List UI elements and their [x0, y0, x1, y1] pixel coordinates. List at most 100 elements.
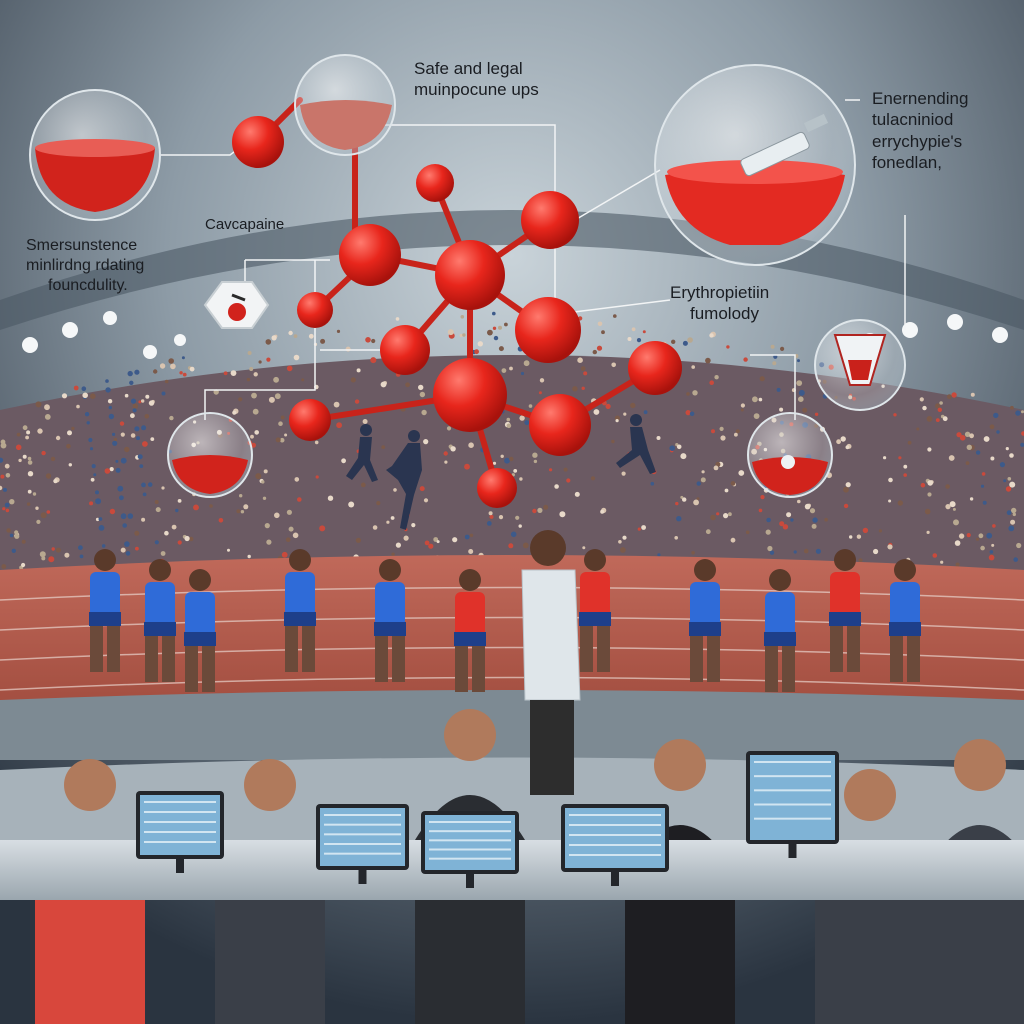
spectator [883, 456, 887, 460]
spectator [487, 329, 493, 336]
spectator [682, 497, 687, 502]
spectator [51, 547, 55, 551]
spectator [370, 357, 377, 364]
spectator [1010, 405, 1014, 410]
spectator [66, 443, 71, 449]
label-enernending: Enernending tulacniniod errychypie's fon… [872, 88, 968, 173]
spectator [993, 412, 999, 419]
spectator [239, 494, 243, 498]
spectator [236, 509, 241, 514]
spectator [641, 525, 646, 530]
spectator [965, 461, 970, 465]
athlete [579, 549, 611, 672]
hexagon-badge [203, 281, 270, 329]
spectator [760, 495, 765, 500]
spectator [969, 433, 974, 439]
spectator [888, 477, 893, 483]
spectator [98, 517, 103, 521]
spectator [765, 529, 771, 535]
spectator [797, 359, 800, 363]
spectator [112, 432, 116, 436]
spectator [793, 550, 797, 554]
spectator [84, 412, 90, 417]
spectator [862, 527, 869, 534]
spectator [464, 534, 470, 540]
spectator [836, 439, 841, 445]
spectator [726, 345, 730, 349]
spectator [108, 413, 115, 420]
spectator [500, 454, 504, 458]
spectator [142, 441, 148, 447]
spectator [888, 499, 892, 503]
label-line: Smersunstence [26, 237, 138, 254]
spectator [284, 433, 288, 437]
spectator [752, 396, 758, 403]
spectator [21, 562, 26, 568]
spectator [772, 361, 777, 366]
spectator [804, 503, 811, 510]
spectator [319, 525, 326, 532]
spectator [14, 530, 19, 535]
spectator [999, 462, 1006, 468]
spectator [469, 533, 474, 537]
spectator [814, 412, 819, 416]
spectator [278, 421, 283, 427]
spectator [897, 500, 903, 506]
glass-sphere-small-right [747, 412, 833, 498]
spectator [274, 393, 281, 400]
spectator [656, 436, 661, 440]
spectator [520, 371, 525, 376]
spectator [9, 499, 15, 505]
spectator [1010, 519, 1016, 525]
spectator [519, 415, 525, 421]
spectator [657, 553, 661, 557]
glass-sphere-top [294, 54, 396, 156]
spectator [493, 335, 499, 341]
spectator [935, 403, 941, 409]
spectator [1009, 453, 1014, 458]
spectator [782, 524, 789, 530]
spectator [265, 339, 272, 345]
spectator [424, 540, 430, 546]
spectator [583, 371, 588, 376]
doctor [521, 530, 581, 795]
monitor [561, 804, 669, 886]
spectator [675, 501, 679, 506]
spectator [940, 560, 944, 564]
spectator [468, 549, 474, 554]
spectator [753, 413, 760, 419]
spectator [577, 357, 583, 364]
spectator [858, 558, 863, 563]
spectator [150, 437, 155, 441]
spectator [182, 372, 187, 377]
spectator [714, 375, 719, 380]
spectator [16, 432, 21, 437]
spectator [686, 392, 690, 396]
label-line: Erythropietiin [670, 283, 770, 302]
spectator [153, 369, 158, 374]
spectator [680, 453, 687, 460]
spectator [129, 380, 134, 385]
spectator [636, 338, 642, 343]
spectator [650, 481, 655, 486]
spectator [356, 368, 361, 373]
spectator [354, 399, 360, 404]
label-line: fonedlan, [872, 152, 942, 172]
monitor [746, 751, 839, 858]
spectator [898, 456, 902, 460]
spectator [492, 461, 497, 465]
athlete [764, 569, 796, 692]
monitor [136, 791, 224, 873]
spectator [798, 389, 805, 396]
spectator [621, 471, 626, 476]
spectator [372, 525, 378, 530]
spectator [504, 457, 510, 464]
spectator [46, 510, 51, 514]
label-erythropietiin: Erythropietiin fumolody [670, 282, 769, 325]
spectator [459, 333, 463, 338]
spectator [154, 540, 159, 545]
spectator [532, 508, 537, 514]
spectator [955, 562, 960, 567]
spectator [519, 477, 523, 481]
